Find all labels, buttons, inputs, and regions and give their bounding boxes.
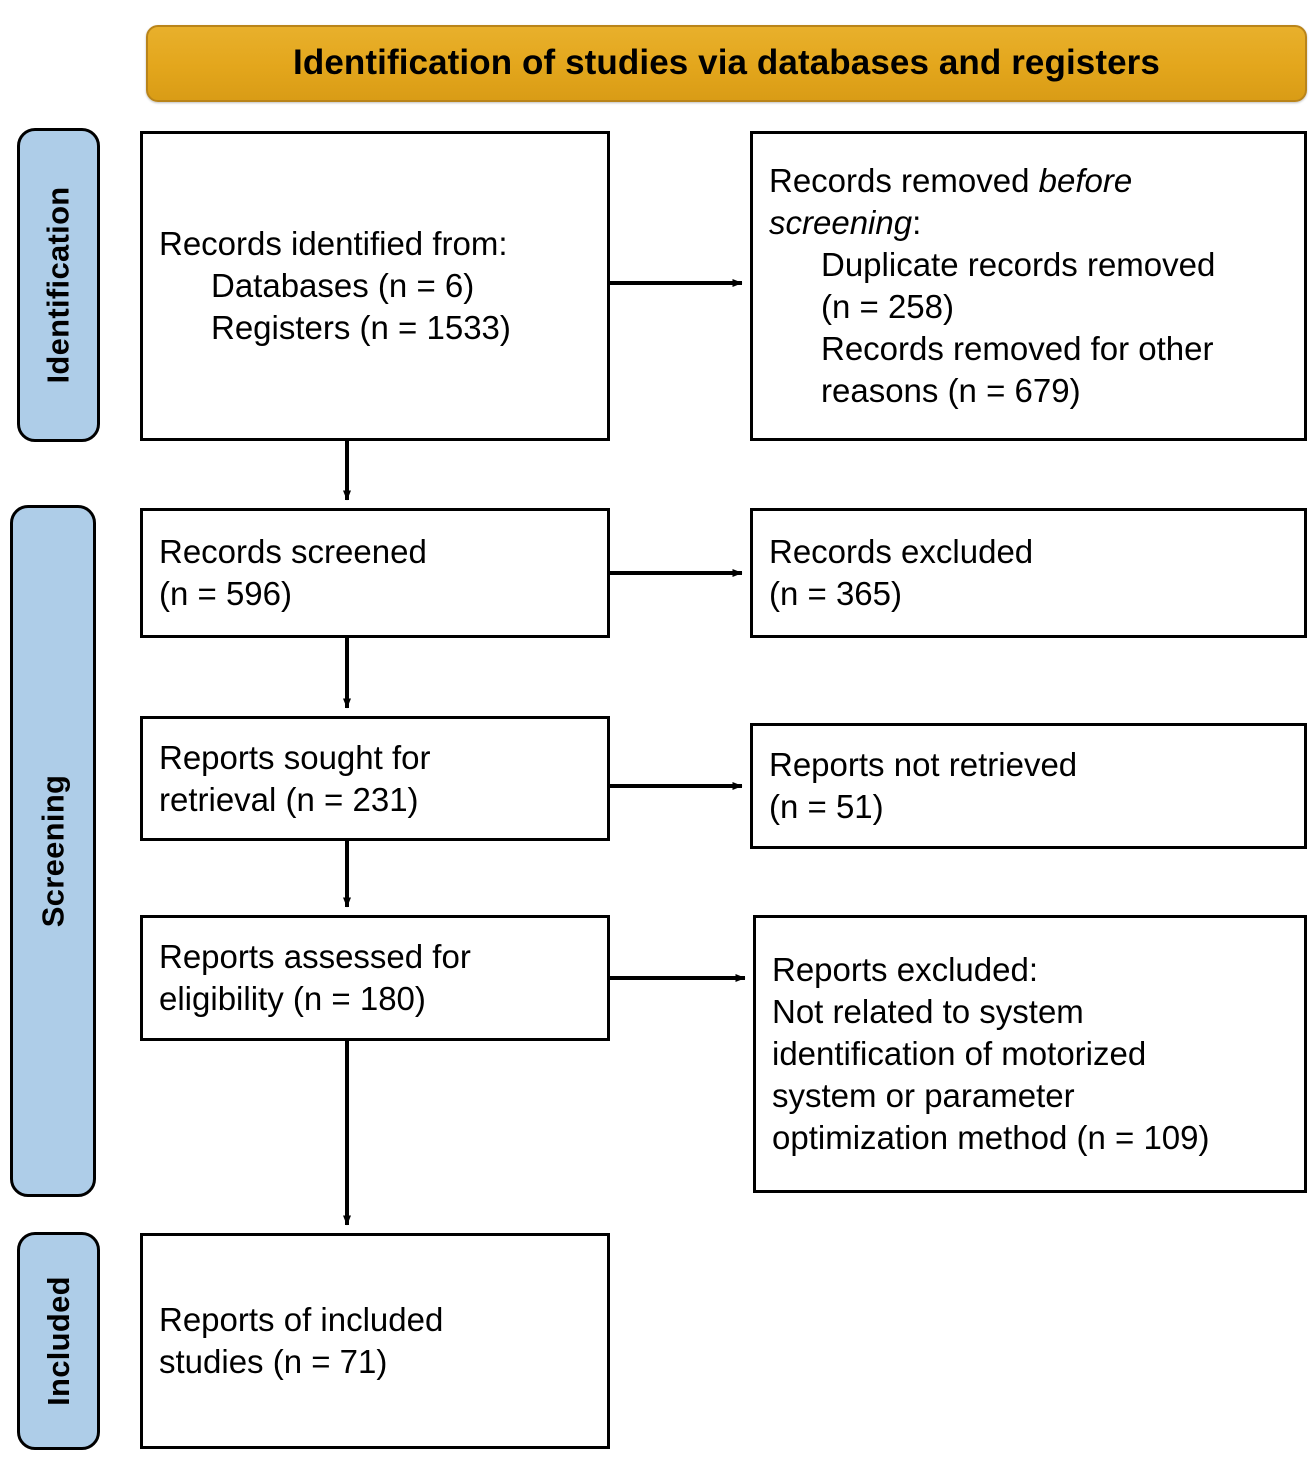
records-removed-heading-italic-before: before <box>1038 162 1133 200</box>
records-screened-count: (n = 596) <box>159 575 292 612</box>
box-reports-excluded-reasons: Reports excluded: Not related to system … <box>753 915 1307 1193</box>
diagram-title: Identification of studies via databases … <box>293 43 1160 83</box>
records-screened-label: Records screened <box>159 533 427 571</box>
diagram-header-banner: Identification of studies via databases … <box>146 25 1307 102</box>
reports-assessed-count: eligibility (n = 180) <box>159 980 426 1017</box>
records-removed-other-label: Records removed for other <box>821 329 1214 367</box>
records-removed-duplicates-label: Duplicate records removed <box>821 246 1216 284</box>
reports-not-retrieved-label: Reports not retrieved <box>769 746 1078 784</box>
records-excluded-label: Records excluded <box>769 533 1034 571</box>
box-reports-of-included-studies: Reports of included studies (n = 71) <box>140 1233 610 1449</box>
records-excluded-count: (n = 365) <box>769 575 902 612</box>
records-removed-heading-line2: screening: <box>769 202 1288 244</box>
reports-excluded-reason-line3: system or parameter <box>772 1076 1075 1114</box>
reports-sought-count: retrieval (n = 231) <box>159 780 419 818</box>
records-identified-registers: Registers (n = 1533) <box>211 308 511 346</box>
reports-excluded-reason-line4: optimization method (n = 109) <box>772 1118 1210 1156</box>
reports-excluded-heading: Reports excluded: <box>772 951 1038 989</box>
box-records-identified: Records identified from: Databases (n = … <box>140 131 610 441</box>
stage-bar-included: Included <box>17 1232 100 1450</box>
records-identified-databases: Databases (n = 6) <box>211 267 475 305</box>
reports-excluded-reason-line2: identification of motorized <box>772 1035 1147 1073</box>
records-removed-heading-line1: Records removed before <box>769 160 1288 202</box>
records-removed-heading-colon: : <box>912 204 922 242</box>
stage-bar-identification: Identification <box>17 128 100 442</box>
records-removed-heading-prefix: Records removed <box>769 162 1039 200</box>
records-removed-other-count: reasons (n = 679) <box>821 371 1081 409</box>
included-studies-count: studies (n = 71) <box>159 1343 388 1380</box>
reports-sought-label: Reports sought for <box>159 738 431 776</box>
box-records-screened: Records screened (n = 596) <box>140 508 610 638</box>
records-removed-duplicates-count: (n = 258) <box>821 288 954 325</box>
box-records-removed-before-screening: Records removed before screening: Duplic… <box>750 131 1307 441</box>
included-studies-label: Reports of included <box>159 1301 444 1339</box>
reports-excluded-reason-line1: Not related to system <box>772 993 1084 1031</box>
reports-not-retrieved-count: (n = 51) <box>769 788 884 825</box>
box-reports-not-retrieved: Reports not retrieved (n = 51) <box>750 723 1307 849</box>
reports-assessed-label: Reports assessed for <box>159 938 471 976</box>
stage-bar-screening: Screening <box>10 505 96 1197</box>
box-reports-sought-for-retrieval: Reports sought for retrieval (n = 231) <box>140 716 610 841</box>
box-records-excluded: Records excluded (n = 365) <box>750 508 1307 638</box>
records-removed-heading-italic-screening: screening <box>769 204 913 242</box>
records-identified-heading: Records identified from: <box>159 225 508 263</box>
box-reports-assessed-for-eligibility: Reports assessed for eligibility (n = 18… <box>140 915 610 1041</box>
